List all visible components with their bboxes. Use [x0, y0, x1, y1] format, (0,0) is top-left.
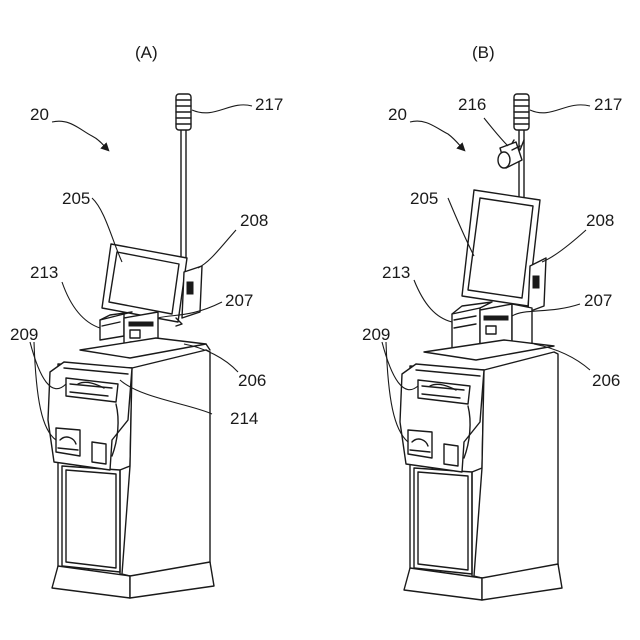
label-scanner-a: 207: [225, 291, 253, 310]
label-reader-b: 208: [586, 211, 614, 230]
label-pole-light-a: 217: [255, 95, 283, 114]
card-reader-b: [528, 258, 546, 312]
panel-b: (B) 20 217 216: [362, 43, 622, 600]
panel-b-caption: (B): [472, 43, 495, 62]
label-kiosk-a: 20: [30, 105, 49, 124]
camera-b: [498, 140, 524, 168]
panel-a: (A) 20 217 205 208: [10, 43, 283, 598]
label-scanner-b: 207: [584, 291, 612, 310]
label-slots-b: 209: [362, 325, 390, 344]
label-kiosk-b: 20: [388, 105, 407, 124]
label-printer-a: 213: [30, 263, 58, 282]
label-counter-a: 206: [238, 371, 266, 390]
label-bag-area-a: 214: [230, 409, 258, 428]
display-b: [462, 190, 540, 306]
label-display-a: 205: [62, 189, 90, 208]
label-camera-b: 216: [458, 95, 486, 114]
label-slots-a: 209: [10, 325, 38, 344]
label-printer-b: 213: [382, 263, 410, 282]
panel-a-caption: (A): [135, 43, 158, 62]
card-reader-a: [182, 266, 202, 318]
label-counter-b: 206: [592, 371, 620, 390]
label-display-b: 205: [410, 189, 438, 208]
label-pole-light-b: 217: [594, 95, 622, 114]
kiosk-arrow: [52, 121, 108, 150]
kiosk-body-b: [400, 352, 562, 600]
pole-light-a: [176, 94, 191, 262]
kiosk-arrow-b: [410, 121, 464, 150]
label-reader-a: 208: [240, 211, 268, 230]
